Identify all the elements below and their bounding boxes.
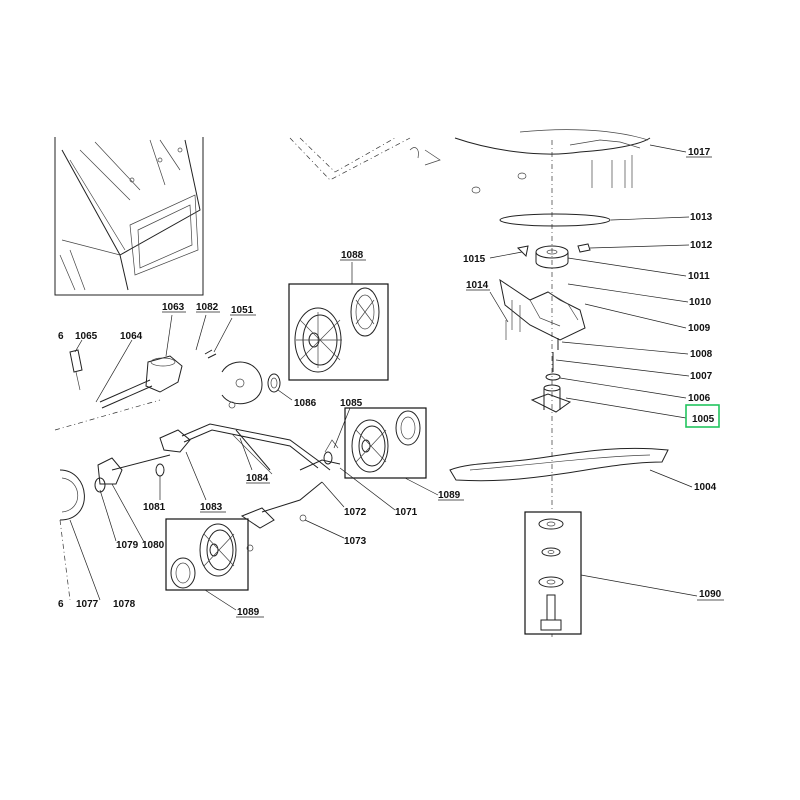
highlight-box (685, 404, 720, 428)
part-belt (499, 213, 611, 227)
leader-lines (69, 144, 698, 611)
label-1080: 1080 (142, 540, 165, 551)
drive-train (54, 349, 341, 601)
label-1012: 1012 (690, 240, 713, 251)
label-1077: 1077 (76, 599, 99, 610)
label-1072: 1072 (344, 507, 367, 518)
inset-handle-frame (54, 137, 204, 296)
part-key (516, 245, 529, 258)
wheel-set-front-left (165, 518, 249, 591)
label-1088: 1088 (341, 250, 364, 261)
label-1013: 1013 (690, 212, 713, 223)
part-labels: 1017 1013 1012 1011 1015 1014 1010 1009 … (58, 147, 722, 618)
label-1005: 1005 (692, 414, 715, 425)
label-1079: 1079 (116, 540, 139, 551)
label-6-bottom: 6 (58, 599, 64, 610)
label-1090: 1090 (699, 589, 722, 600)
label-1071: 1071 (395, 507, 418, 518)
label-1078: 1078 (113, 599, 136, 610)
label-1082: 1082 (196, 302, 219, 313)
label-1015: 1015 (463, 254, 486, 265)
label-1086: 1086 (294, 398, 317, 409)
label-1006: 1006 (688, 393, 711, 404)
screws-top (471, 155, 633, 194)
label-6-top: 6 (58, 331, 64, 342)
label-1085: 1085 (340, 398, 363, 409)
part-guard (499, 278, 586, 341)
label-1089-left: 1089 (237, 607, 260, 618)
label-1064: 1064 (120, 331, 143, 342)
label-1009: 1009 (688, 323, 711, 334)
label-1007: 1007 (690, 371, 713, 382)
label-1011: 1011 (688, 271, 710, 282)
part-washer (545, 373, 561, 381)
label-1089-right: 1089 (438, 490, 461, 501)
deck-outline (289, 129, 651, 181)
label-1051: 1051 (231, 305, 254, 316)
label-1063: 1063 (162, 302, 185, 313)
label-1073: 1073 (344, 536, 367, 547)
part-bolt-kit (524, 511, 582, 635)
label-1017: 1017 (688, 147, 711, 158)
label-1065: 1065 (75, 331, 98, 342)
part-pulley (535, 243, 591, 269)
wheel-set-rear (288, 283, 389, 381)
label-1004: 1004 (694, 482, 717, 493)
underlines (162, 156, 724, 618)
part-blade-hub (530, 384, 572, 413)
wheel-set-front-right (344, 407, 427, 479)
label-1010: 1010 (689, 297, 712, 308)
label-1083: 1083 (200, 502, 223, 513)
label-1081: 1081 (143, 502, 166, 513)
label-1084: 1084 (246, 473, 269, 484)
label-1008: 1008 (690, 349, 713, 360)
part-blade (449, 447, 669, 482)
label-1014: 1014 (466, 280, 489, 291)
